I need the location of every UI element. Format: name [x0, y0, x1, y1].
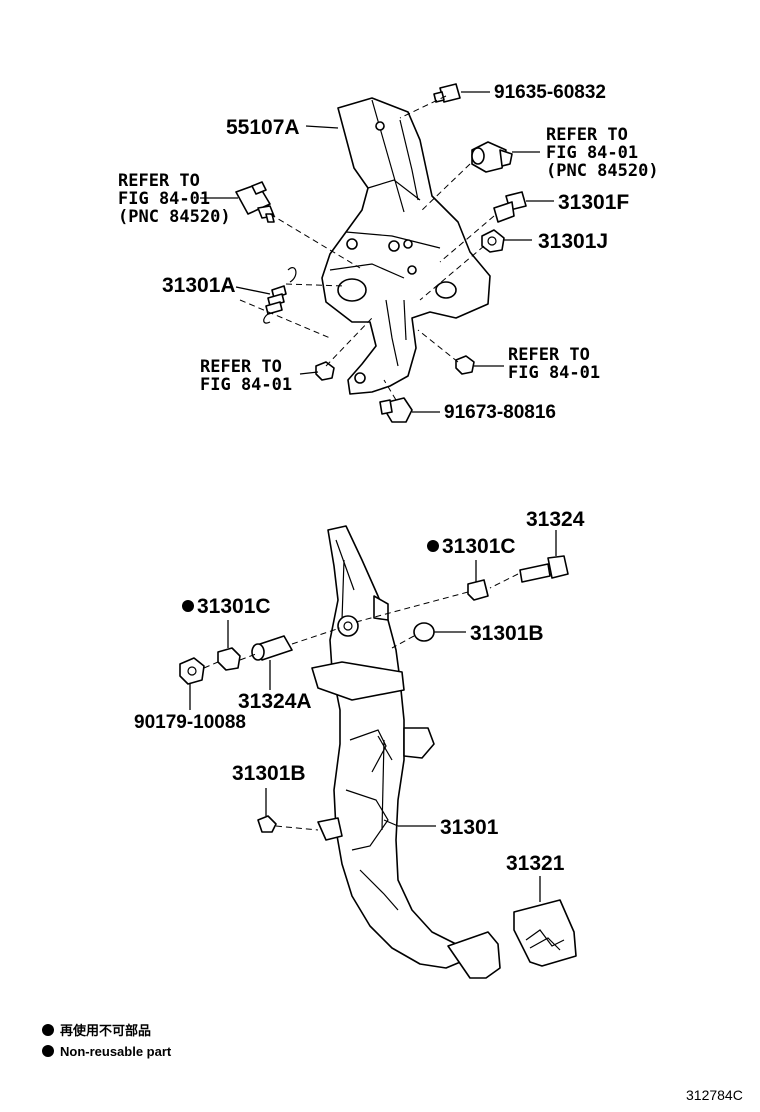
cushion-right: [413, 622, 435, 642]
label-refer-right-1: REFER TO: [546, 125, 628, 145]
label-91635-60832: 91635-60832: [494, 82, 606, 103]
pivot-bolt: [519, 555, 569, 583]
label-31301c-right: 31301C: [442, 535, 516, 558]
lock-nut: [179, 657, 205, 685]
legend-dot-2: [42, 1045, 54, 1057]
label-31324: 31324: [526, 508, 585, 531]
label-31301a: 31301A: [162, 274, 236, 297]
label-91673-80816: 91673-80816: [444, 402, 556, 423]
nut-31301j: [481, 229, 505, 253]
stop-lamp-switch-right: [471, 141, 513, 173]
label-31301f: 31301F: [558, 191, 629, 214]
non-reusable-dot-right: [427, 540, 439, 552]
nut-lower-left: [315, 361, 335, 381]
label-refer-left-3: (PNC 84520): [118, 207, 231, 227]
pedal-pad: [513, 899, 577, 967]
label-refer-lower-left-1: REFER TO: [200, 357, 282, 377]
label-55107a: 55107A: [226, 116, 300, 139]
non-reusable-dot-left: [182, 600, 194, 612]
label-31301b-right: 31301B: [470, 622, 544, 645]
label-90179-10088: 90179-10088: [134, 712, 246, 733]
pedal-bracket-group: [321, 97, 491, 395]
label-refer-left-2: FIG 84-01: [118, 189, 210, 209]
bolt-91635: [433, 83, 461, 103]
label-31301: 31301: [440, 816, 499, 839]
legend-line-2: Non-reusable part: [60, 1044, 172, 1059]
bushing-right: [467, 579, 489, 601]
return-spring: [263, 267, 297, 324]
label-refer-lower-right-2: FIG 84-01: [508, 363, 600, 383]
label-refer-right-3: (PNC 84520): [546, 161, 659, 181]
label-31301c-left: 31301C: [197, 595, 271, 618]
bolt-31301f: [493, 191, 527, 223]
label-31301b-left: 31301B: [232, 762, 306, 785]
diagram-code: 312784C: [686, 1087, 743, 1103]
label-refer-right-2: FIG 84-01: [546, 143, 638, 163]
cushion-left: [257, 815, 277, 833]
bolt-91673: [379, 397, 413, 423]
legend-line-1: 再使用不可部品: [60, 1023, 151, 1038]
label-refer-lower-right-1: REFER TO: [508, 345, 590, 365]
label-31301j: 31301J: [538, 230, 608, 253]
clutch-pedal-arm: [311, 525, 501, 979]
label-31321: 31321: [506, 852, 565, 875]
label-refer-left-1: REFER TO: [118, 171, 200, 191]
stop-lamp-switch-left: [235, 181, 275, 223]
legend-dot-1: [42, 1024, 54, 1036]
bushing-left: [217, 647, 241, 671]
label-31324a: 31324A: [238, 690, 312, 713]
collar: [251, 635, 293, 661]
nut-lower-right: [455, 355, 475, 375]
label-refer-lower-left-2: FIG 84-01: [200, 375, 292, 395]
